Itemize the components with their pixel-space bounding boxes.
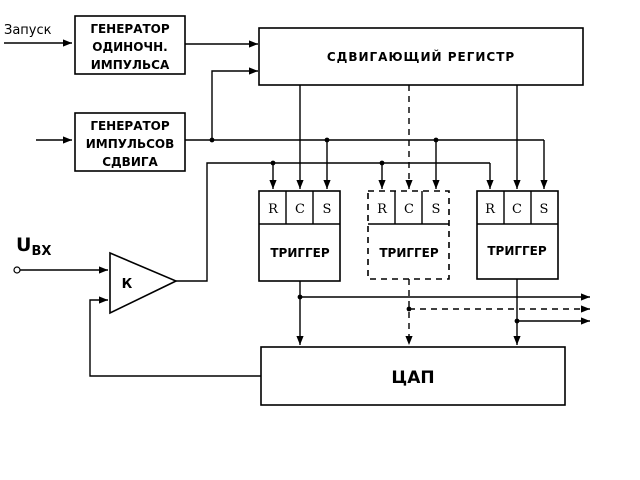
start-input-label: Запуск: [4, 23, 52, 38]
trigger-3-title: ТРИГГЕР: [487, 244, 547, 258]
trigger-3-pin-r: R: [485, 202, 496, 217]
shift-pulse-generator-block: ГЕНЕРАТОР ИМПУЛЬСОВ СДВИГА: [74, 112, 186, 172]
trigger-2-pin-s: S: [432, 202, 441, 217]
trigger-3-pin-s: S: [540, 202, 549, 217]
shift-gen-line-3: СДВИГА: [102, 155, 158, 169]
dac-feedback-wire: [89, 296, 261, 377]
trigger-2-pin-r: R: [377, 202, 388, 217]
input-voltage-subscript: ВХ: [31, 244, 51, 259]
shift-register-label: СДВИГАЮЩИЙ РЕГИСТР: [327, 49, 515, 64]
trigger-output-wires: [296, 279, 590, 345]
comparator-block: К: [109, 251, 178, 315]
input-voltage-label: UВХ: [16, 234, 51, 259]
input-voltage-symbol: U: [16, 234, 31, 256]
trigger-2-title: ТРИГГЕР: [379, 246, 439, 260]
trigger-2-pin-c: C: [404, 202, 414, 217]
single-pulse-generator-block: ГЕНЕРАТОР ОДИНОЧН. ИМПУЛЬСА: [74, 15, 186, 75]
input-terminal: [13, 266, 21, 274]
trigger-3-block: R C S ТРИГГЕР: [476, 190, 559, 280]
trigger-1-pin-c: C: [295, 202, 305, 217]
trigger-1-pin-s: S: [323, 202, 332, 217]
trigger-2-block: R C S ТРИГГЕР: [367, 190, 450, 280]
trigger-1-title: ТРИГГЕР: [270, 246, 330, 260]
shift-gen-line-2: ИМПУЛЬСОВ: [86, 137, 175, 151]
trigger-3-pin-c: C: [512, 202, 522, 217]
single-pulse-gen-line-1: ГЕНЕРАТОР: [90, 22, 170, 36]
shift-register-block: СДВИГАЮЩИЙ РЕГИСТР: [258, 27, 584, 86]
trigger-1-block: R C S ТРИГГЕР: [258, 190, 341, 282]
register-output-wires: [296, 85, 521, 189]
comparator-output-bus: [176, 160, 494, 282]
trigger-1-pin-r: R: [268, 202, 279, 217]
dac-label: ЦАП: [391, 368, 434, 388]
single-pulse-gen-line-3: ИМПУЛЬСА: [91, 58, 170, 72]
comparator-label: К: [122, 277, 133, 292]
shift-gen-line-1: ГЕНЕРАТОР: [90, 119, 170, 133]
dac-block: ЦАП: [260, 346, 566, 406]
single-pulse-gen-line-2: ОДИНОЧН.: [92, 40, 167, 54]
shift-clock-bus: [185, 67, 548, 189]
